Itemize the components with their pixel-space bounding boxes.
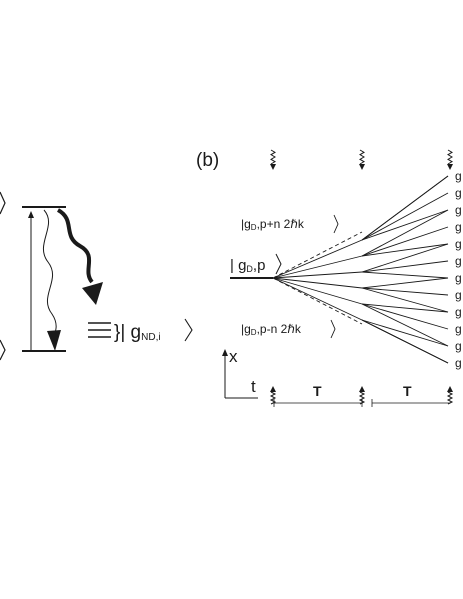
- lower-envelope-dashed: [272, 277, 363, 325]
- trajectory-segment: [361, 287, 449, 296]
- panel-b: (b) |gD,p+n 2ℏk | gD,p |gD,p-n 2ℏk ggggg…: [196, 149, 462, 407]
- pulse-arrow-top-3: [447, 149, 453, 170]
- trajectory-segment: [361, 243, 449, 257]
- trajectory-segment: [361, 319, 449, 347]
- trajectory-segment: [361, 303, 449, 330]
- trajectory-segment: [361, 287, 449, 313]
- output-state-label: g: [455, 305, 462, 319]
- trajectory-segment: [361, 260, 449, 273]
- output-state-label: g: [455, 288, 462, 302]
- pulse-arrow-top-2: [359, 149, 365, 170]
- t-axis-label: t: [251, 377, 256, 396]
- interval-2-label: T: [403, 383, 412, 399]
- trajectory-segment: [272, 277, 363, 321]
- output-state-label: g: [455, 356, 462, 370]
- trajectory-segment: [361, 277, 449, 289]
- state-plus-label: |gD,p+n 2ℏk: [241, 217, 305, 232]
- trajectory-segment: [361, 303, 449, 313]
- pulse-arrows-top: [270, 149, 453, 170]
- trajectory-segment: [272, 277, 363, 305]
- output-state-label: g: [455, 339, 462, 353]
- ket-bracket-upper-fragment: [0, 191, 6, 215]
- trajectory-segment: [361, 209, 449, 241]
- trajectory-segment: [361, 319, 449, 364]
- decay-state-ket-bracket: [184, 318, 193, 342]
- output-state-label: g: [455, 254, 462, 268]
- state-initial-label: | gD,p: [230, 257, 265, 274]
- trajectory-segment: [272, 239, 363, 279]
- trajectory-segment: [361, 226, 449, 257]
- trajectory-segment: [361, 175, 449, 241]
- state-minus-label: |gD,p-n 2ℏk: [241, 322, 302, 337]
- ket-bracket-lower-fragment: [0, 339, 6, 361]
- trajectory-segment: [361, 243, 449, 273]
- trajectory-segment: [361, 209, 449, 257]
- trajectory-segment: [272, 255, 363, 279]
- pulse-arrow-bottom-3: [446, 386, 454, 405]
- output-state-label: g: [455, 322, 462, 336]
- branching-trajectories: [272, 175, 449, 364]
- trajectory-segment: [361, 192, 449, 241]
- output-state-label: g: [455, 169, 462, 183]
- decay-arrowhead: [82, 282, 103, 305]
- state-plus-ket-bracket: [333, 214, 339, 234]
- emission-wavy-line: [42, 209, 57, 337]
- pulse-arrow-top-1: [270, 149, 276, 170]
- output-state-label: g: [455, 220, 462, 234]
- state-minus-ket-bracket: [330, 319, 336, 339]
- interval-1-label: T: [313, 383, 322, 399]
- pulse-arrow-bottom-2: [358, 386, 366, 405]
- decay-state-label: }| gND,i: [114, 322, 161, 343]
- state-initial-ket-bracket: [275, 253, 282, 275]
- trajectory-segment: [272, 277, 363, 289]
- pulse-arrow-bottom-1: [269, 386, 277, 405]
- x-axis-label: x: [229, 347, 238, 366]
- trajectory-segment: [361, 303, 449, 347]
- upper-envelope-dashed: [272, 231, 363, 279]
- emission-arrowhead: [47, 330, 61, 351]
- output-state-label: g: [455, 271, 462, 285]
- output-state-label: g: [455, 203, 462, 217]
- trajectory-segment: [272, 271, 363, 279]
- decay-wavy-arrow: [56, 208, 94, 284]
- output-state-label: g: [455, 237, 462, 251]
- output-state-label: g: [455, 186, 462, 200]
- panel-b-label: (b): [196, 150, 219, 171]
- trajectory-segment: [361, 271, 449, 279]
- panel-a: }| gND,i: [0, 191, 193, 361]
- pulse-arrows-bottom: [269, 386, 454, 405]
